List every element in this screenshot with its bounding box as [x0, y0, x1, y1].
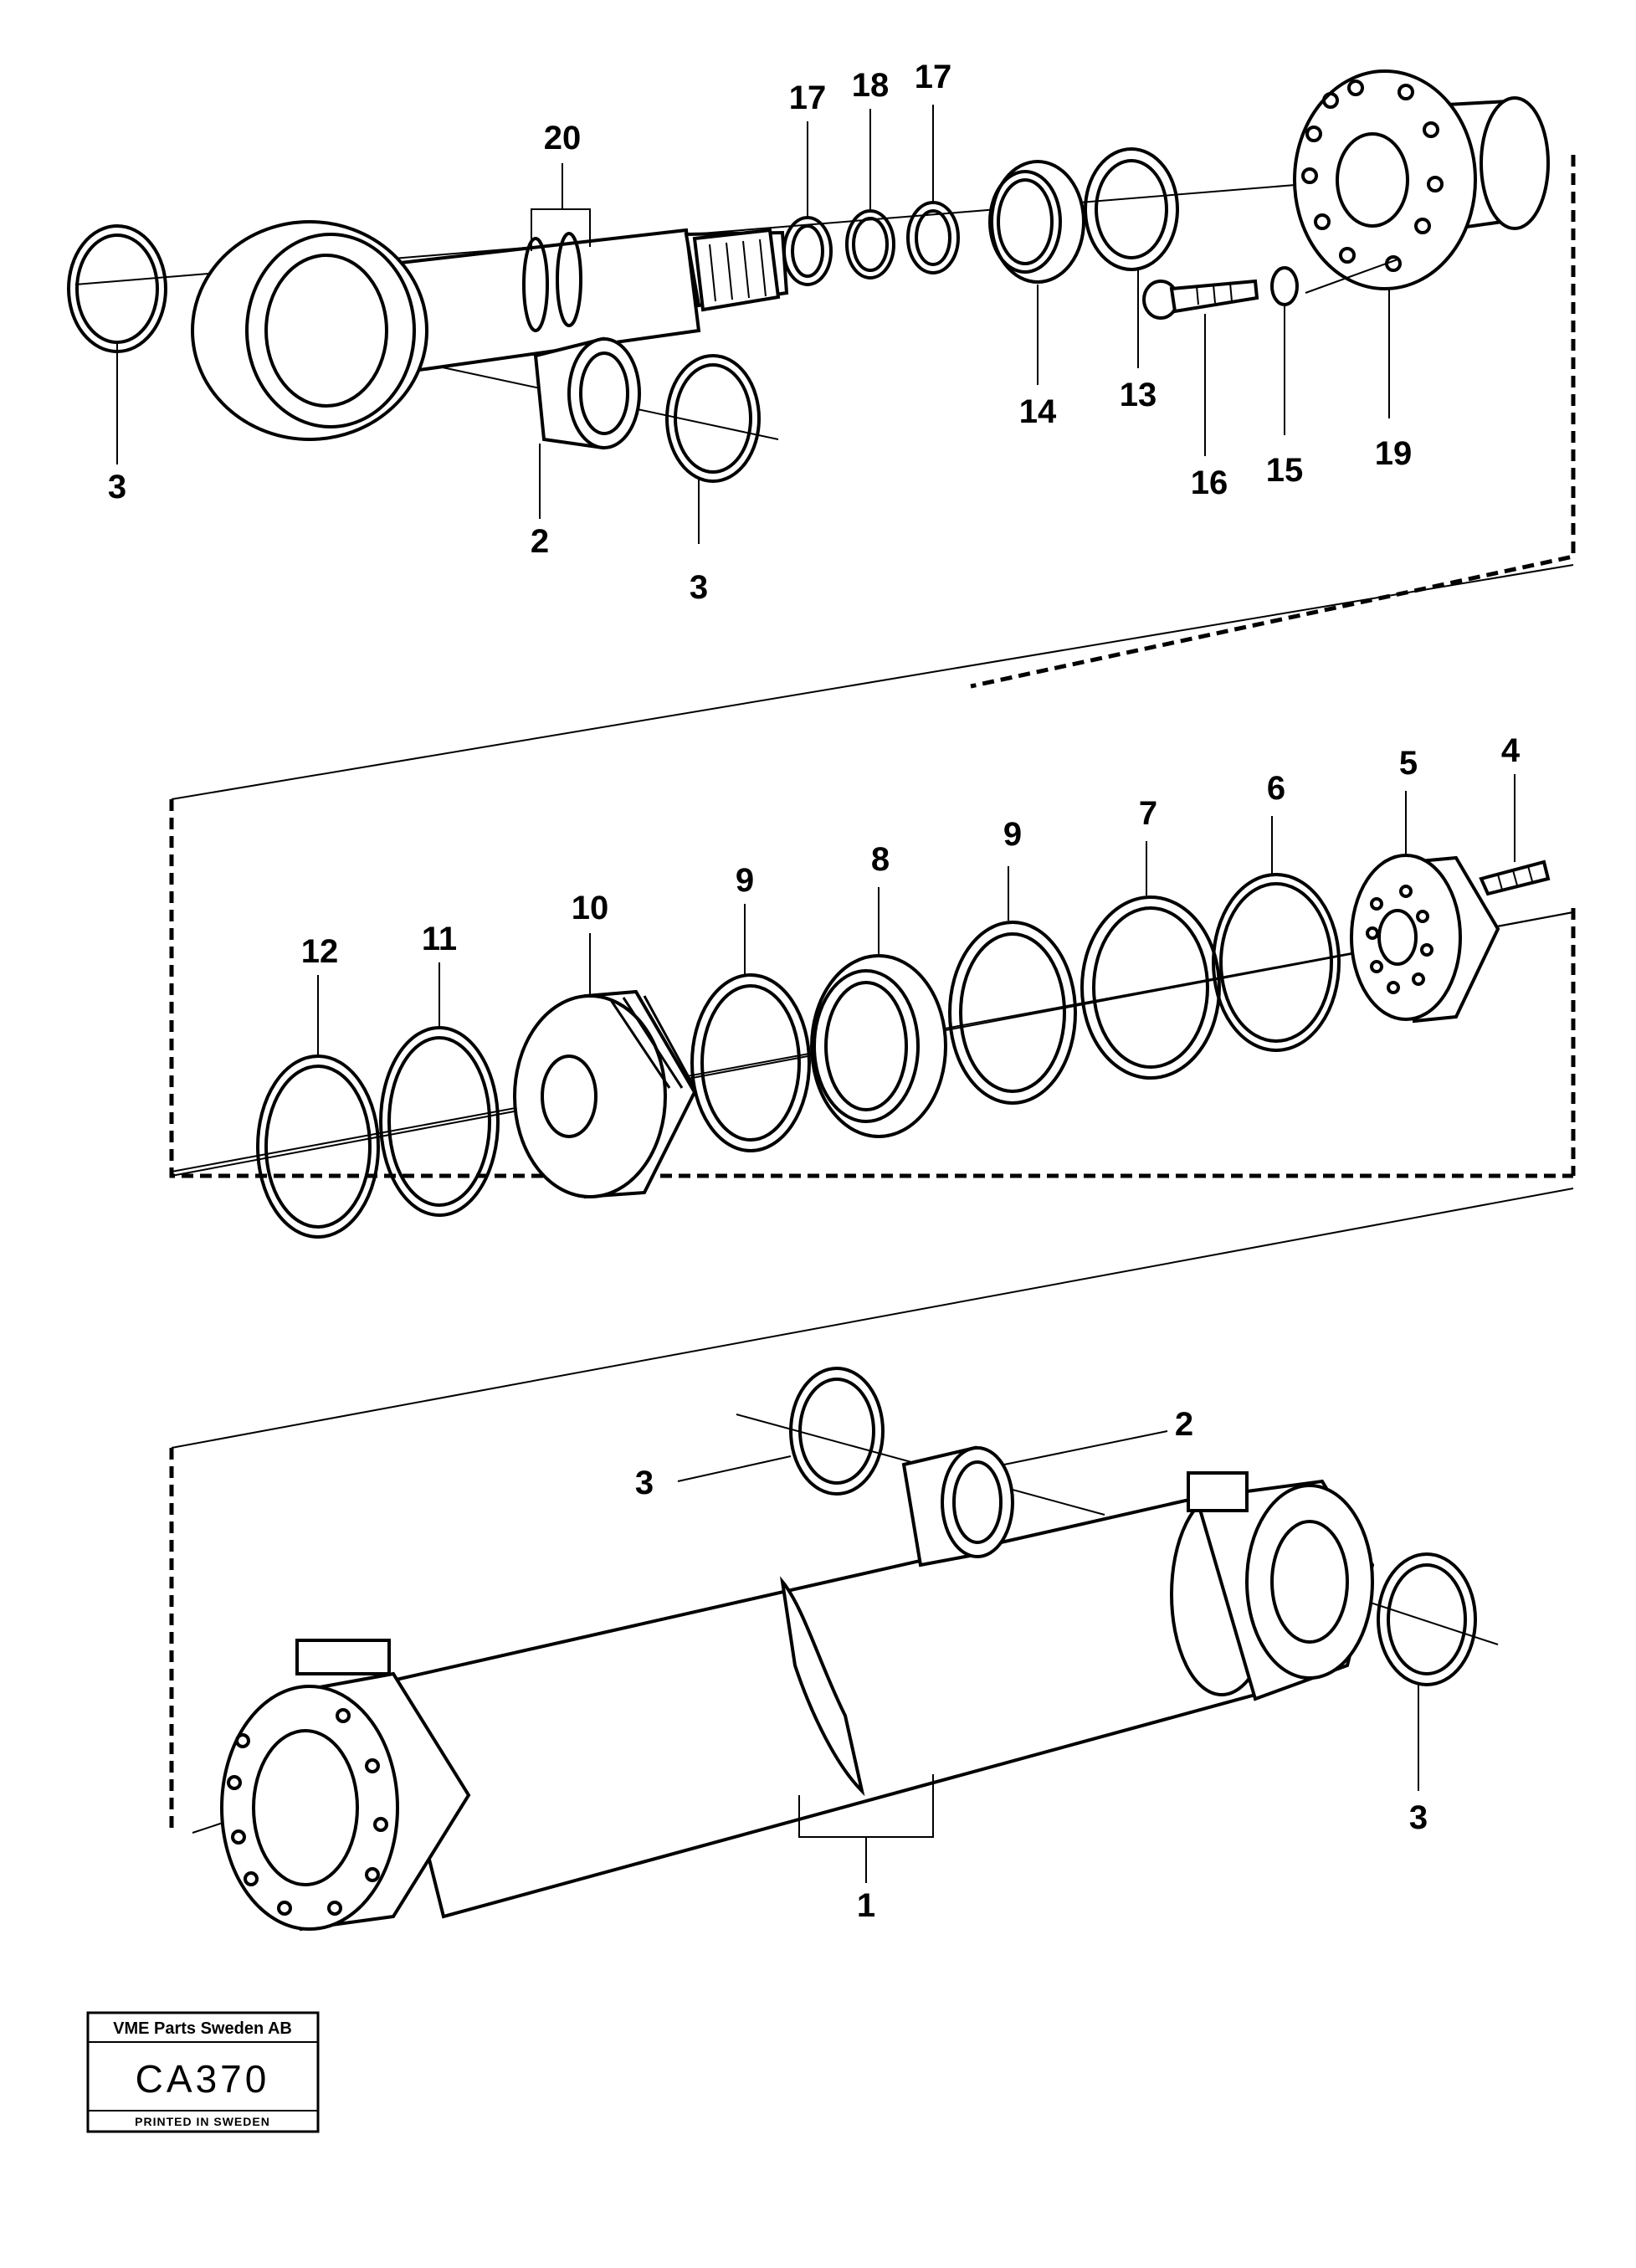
stamp-code: CA370 [136, 2057, 270, 2101]
spherical-bearing [533, 336, 641, 450]
publisher-stamp: VME Parts Sweden AB CA370 PRINTED IN SWE… [86, 2011, 320, 2133]
label-part-17: 17 [789, 80, 827, 116]
socket-screw [1142, 279, 1259, 320]
label-part-3: 3 [1409, 1799, 1428, 1836]
label-part-13: 13 [1120, 377, 1157, 413]
piston-rod-assembly [67, 69, 1550, 544]
label-part-20: 20 [544, 120, 582, 157]
label-part-3: 3 [108, 469, 126, 505]
group-frame-piston-rod [970, 155, 1576, 689]
label-part-19: 19 [1375, 435, 1413, 472]
label-part-6: 6 [1267, 770, 1285, 807]
cylinder-head [1293, 69, 1550, 290]
cylinder-tube [382, 1492, 1274, 1919]
piston-rod-shaft [684, 228, 789, 312]
lock-washer [1270, 266, 1299, 306]
label-part-8: 8 [871, 841, 890, 878]
cylinder-end-flange [220, 1639, 471, 1932]
rod-eye [191, 220, 701, 441]
snap-ring [665, 354, 761, 483]
piston-assembly [171, 774, 1574, 1239]
piston-nut [1350, 854, 1500, 1024]
label-part-18: 18 [852, 67, 890, 104]
part-labels: 20 17 18 17 3 2 3 14 13 16 15 19 12 11 1… [108, 59, 1521, 1924]
label-part-1: 1 [857, 1887, 875, 1924]
wear-ring [1080, 895, 1221, 1080]
snap-ring [1377, 1552, 1477, 1686]
seal-ring [782, 216, 833, 286]
stamp-company: VME Parts Sweden AB [113, 2019, 292, 2038]
cylinder-tube-assembly [192, 1367, 1499, 1932]
spherical-bearing [901, 1445, 1014, 1568]
label-part-16: 16 [1191, 464, 1228, 501]
stamp-footer: PRINTED IN SWEDEN [135, 2115, 270, 2128]
label-part-15: 15 [1266, 452, 1304, 489]
seal-ring [845, 209, 895, 280]
label-part-14: 14 [1019, 393, 1057, 430]
seal-ring [906, 201, 960, 275]
label-part-9: 9 [1003, 816, 1022, 853]
o-ring [1212, 873, 1341, 1052]
label-part-10: 10 [572, 890, 609, 926]
group-frame-cylinder [169, 1188, 1574, 1833]
label-part-2: 2 [531, 523, 549, 560]
label-part-12: 12 [301, 933, 339, 970]
label-part-11: 11 [422, 921, 457, 957]
piston [513, 989, 697, 1199]
label-part-7: 7 [1139, 795, 1157, 832]
guide-ring [690, 973, 811, 1152]
piston-seal [810, 954, 947, 1138]
snap-ring [67, 224, 167, 353]
label-part-9: 9 [736, 862, 754, 899]
snap-ring [789, 1367, 885, 1496]
wiper-seal [988, 160, 1085, 284]
cylinder-clevis [1187, 1471, 1375, 1701]
guide-ring [1084, 147, 1179, 271]
guide-ring [948, 921, 1077, 1105]
set-screw [1479, 859, 1551, 896]
backup-ring [256, 1054, 380, 1239]
label-part-3: 3 [690, 569, 708, 606]
label-part-4: 4 [1501, 732, 1521, 769]
label-part-3: 3 [635, 1465, 654, 1501]
label-part-17: 17 [915, 59, 952, 95]
label-part-2: 2 [1175, 1406, 1193, 1443]
label-part-5: 5 [1399, 745, 1418, 782]
